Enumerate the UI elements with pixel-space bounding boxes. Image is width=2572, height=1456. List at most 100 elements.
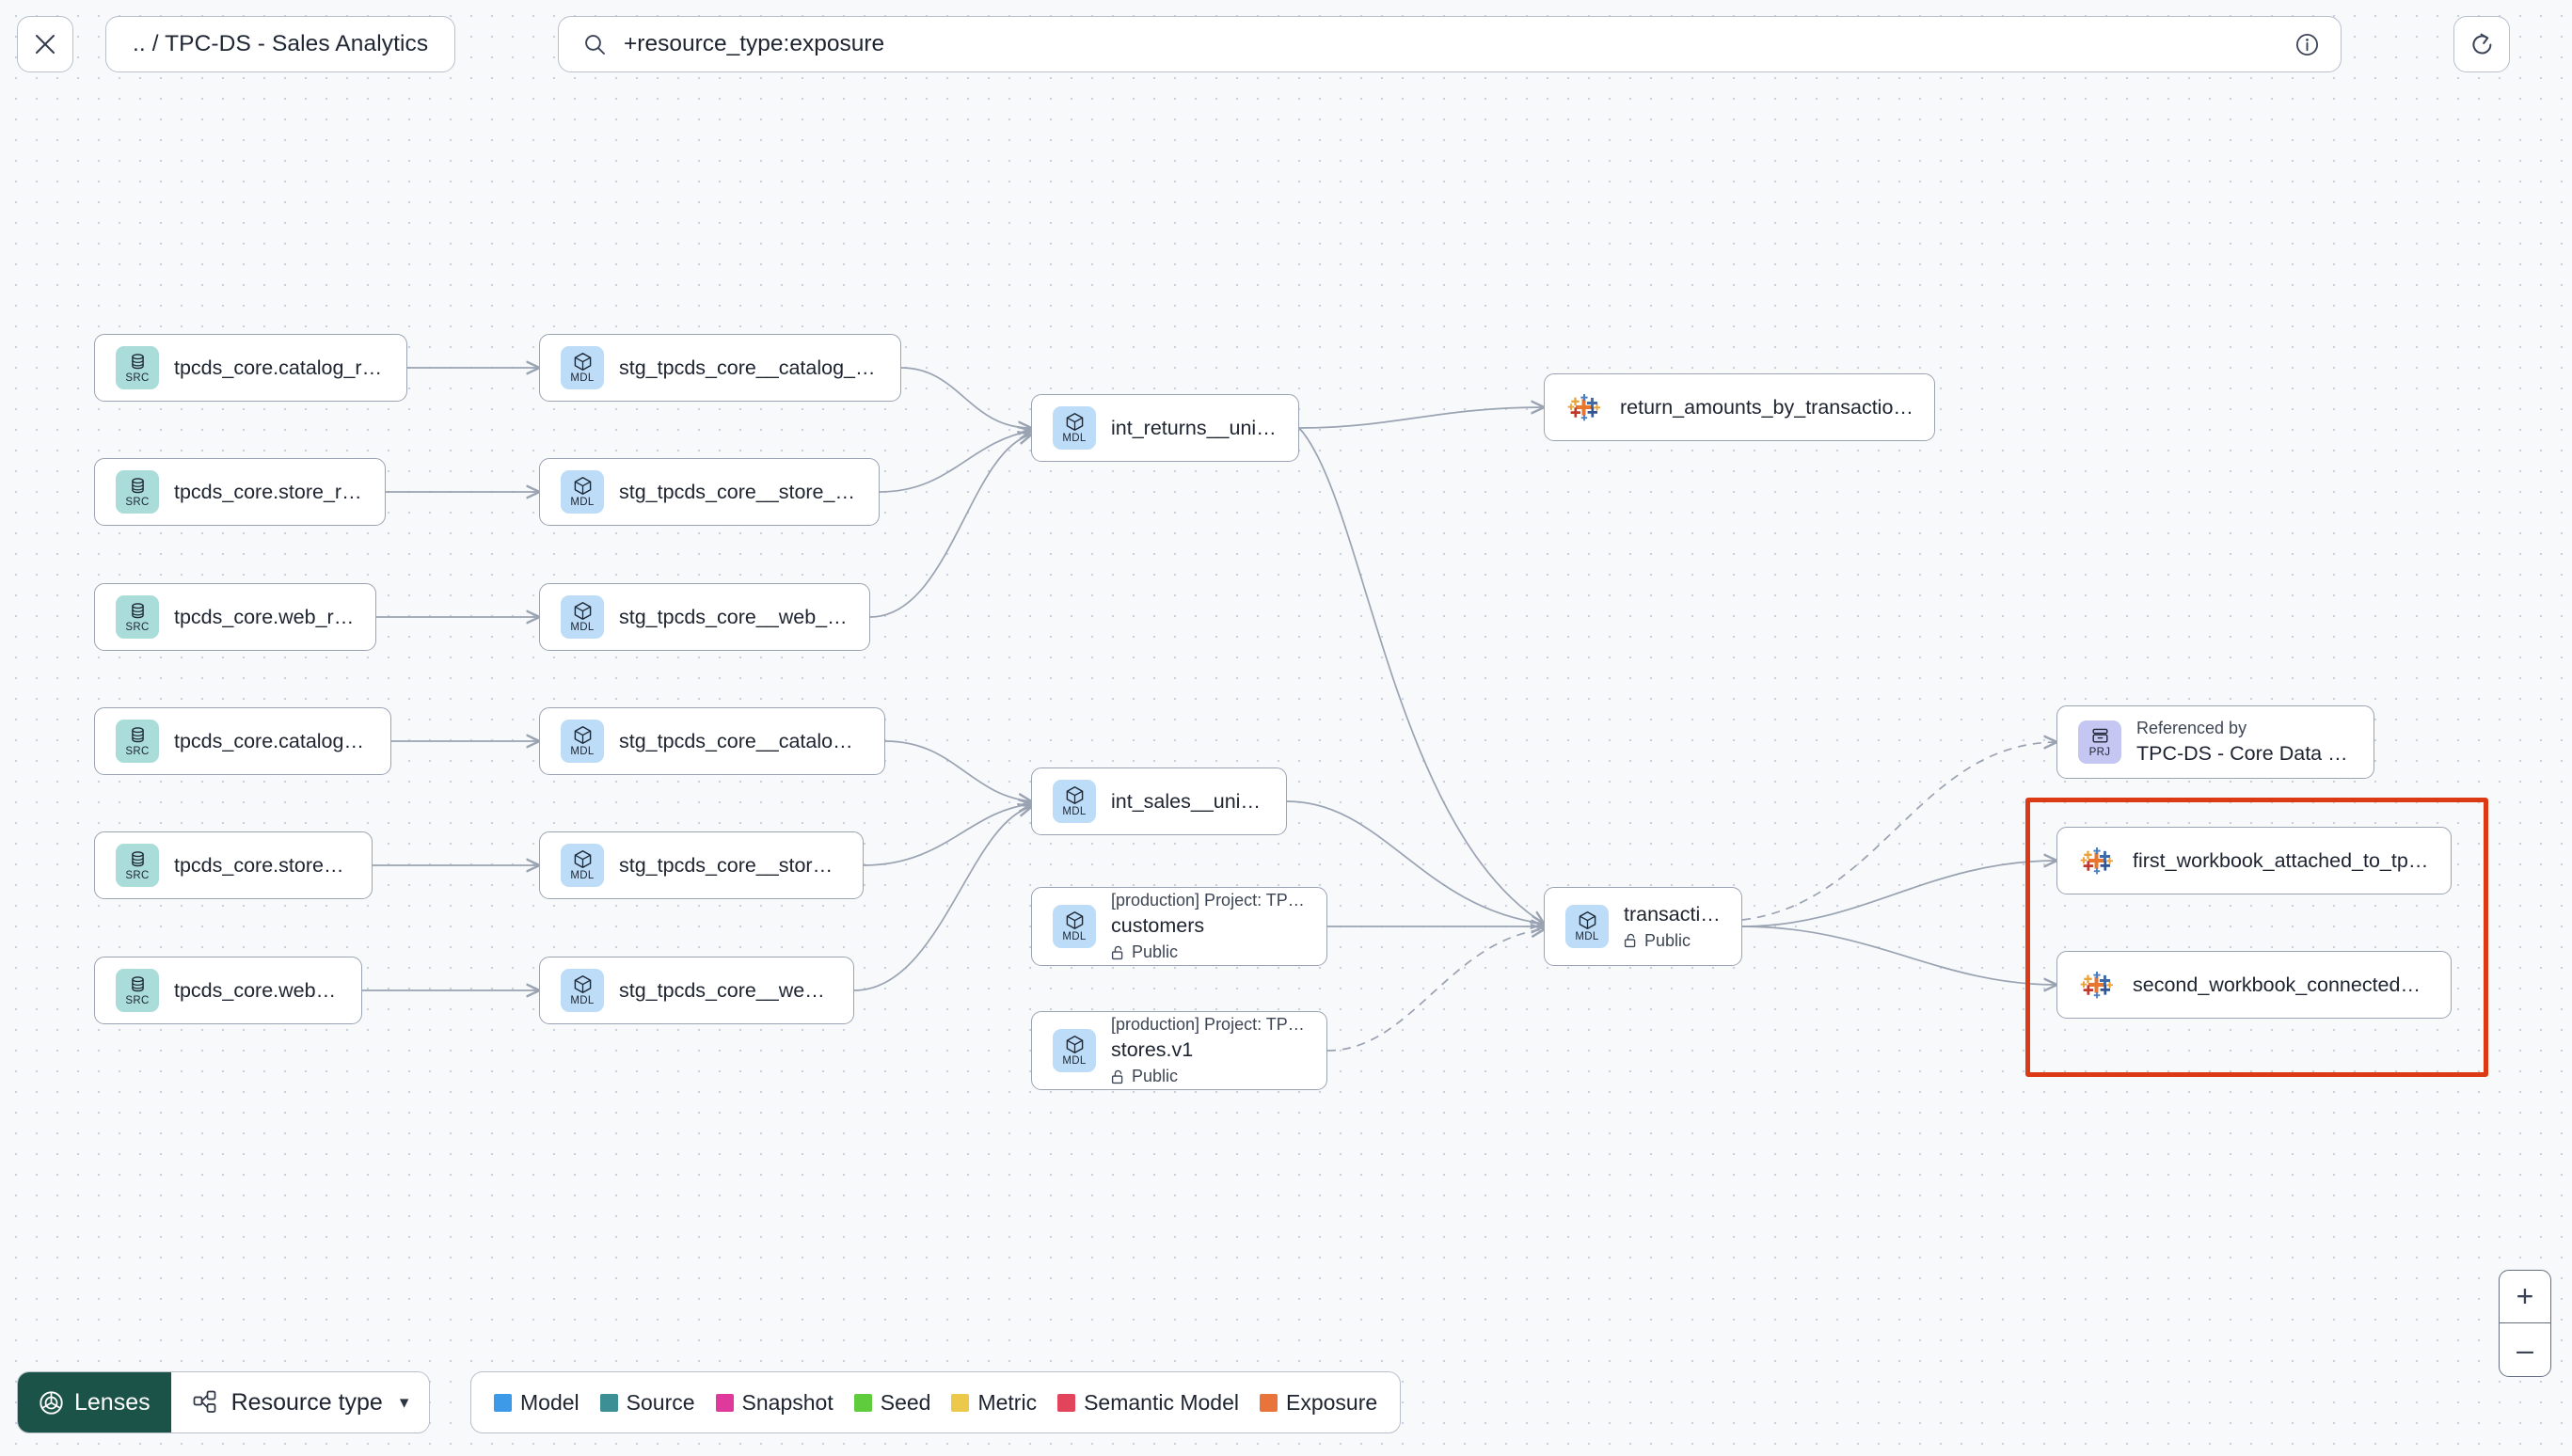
node-type-badge-mdl: MDL [1565, 905, 1609, 948]
node-title: tpcds_core.web_returns [174, 605, 355, 628]
node-subtitle: [production] Project: TPC-DS - Core Data… [1111, 891, 1306, 910]
legend-item-seed[interactable]: Seed [853, 1389, 931, 1416]
node-type-badge-label: SRC [125, 622, 150, 633]
database-icon [129, 974, 147, 995]
database-icon [129, 849, 147, 870]
legend-label: Seed [880, 1389, 931, 1415]
chevron-down-icon: ▾ [399, 1392, 409, 1413]
lineage-node-int_sales_unioned[interactable]: MDL int_sales__unioned [1031, 768, 1287, 835]
node-labels: tpcds_core.catalog_returns [174, 356, 386, 380]
cube-icon [573, 725, 593, 746]
lineage-node-src_web_returns[interactable]: SRC tpcds_core.web_returns [94, 583, 376, 651]
node-visibility-label: Public [1132, 942, 1179, 961]
tableau-icon [1567, 394, 1600, 421]
lineage-node-second_workbook[interactable]: second_workbook_connected_to_live… [2056, 951, 2452, 1019]
node-type-badge-label: MDL [570, 372, 595, 384]
node-type-badge-label: MDL [570, 497, 595, 508]
lineage-node-stg_web_sales[interactable]: MDL stg_tpcds_core__web_sales [539, 957, 854, 1024]
lineage-node-stg_store_returns[interactable]: MDL stg_tpcds_core__store_returns [539, 458, 880, 526]
node-labels: transactions Public [1624, 903, 1721, 951]
node-type-badge-mdl: MDL [561, 595, 604, 639]
node-type-badge-mdl: MDL [1053, 1029, 1096, 1072]
exposure-tableau-icon [1565, 388, 1603, 426]
legend-item-metric[interactable]: Metric [951, 1390, 1037, 1416]
node-type-badge-label: MDL [1062, 433, 1087, 444]
lineage-node-stg_catalog_returns[interactable]: MDL stg_tpcds_core__catalog_returns [539, 334, 901, 402]
node-type-badge-label: MDL [1575, 931, 1599, 942]
lineage-node-src_web_sales[interactable]: SRC tpcds_core.web_sales [94, 957, 362, 1024]
node-labels: tpcds_core.store_sales [174, 854, 351, 878]
lineage-node-src_store_sales[interactable]: SRC tpcds_core.store_sales [94, 831, 373, 899]
refresh-button[interactable] [2453, 16, 2510, 72]
lineage-node-first_workbook[interactable]: first_workbook_attached_to_tpc-ds_-_… [2056, 827, 2452, 894]
node-title: stg_tpcds_core__web_returns [619, 605, 849, 628]
node-type-badge-src: SRC [116, 595, 159, 639]
lineage-node-src_catalog_sales[interactable]: SRC tpcds_core.catalog_sales [94, 707, 391, 775]
cube-icon [1578, 910, 1597, 931]
cube-icon [1065, 910, 1085, 931]
zoom-out-button[interactable]: – [2516, 1332, 2533, 1367]
node-type-badge-mdl: MDL [561, 346, 604, 389]
lineage-node-customers[interactable]: MDL [production] Project: TPC-DS - Core … [1031, 887, 1327, 966]
lineage-node-transactions[interactable]: MDL transactions Public [1544, 887, 1742, 966]
node-title: tpcds_core.catalog_returns [174, 356, 386, 379]
node-visibility: Public [1111, 1067, 1306, 1086]
zoom-in-button[interactable]: + [2500, 1271, 2550, 1323]
node-type-badge-label: MDL [570, 870, 595, 881]
cube-icon [573, 601, 593, 622]
legend-item-snapshot[interactable]: Snapshot [715, 1390, 834, 1416]
node-title: return_amounts_by_transaction_type [1620, 395, 1913, 419]
bottom-toolbar: Lenses Resource type ▾ Model Source Sna [0, 1351, 2572, 1456]
legend-item-model[interactable]: Model [494, 1390, 579, 1416]
node-title: int_sales__unioned [1111, 789, 1265, 813]
lineage-node-stg_store_sales[interactable]: MDL stg_tpcds_core__store_sales [539, 831, 864, 899]
lenses-button[interactable]: Lenses [18, 1372, 171, 1432]
node-labels: first_workbook_attached_to_tpc-ds_-_… [2133, 849, 2430, 873]
cube-icon [573, 849, 593, 870]
search-input[interactable]: +resource_type:exposure [558, 16, 2342, 72]
lineage-node-stg_catalog_sales[interactable]: MDL stg_tpcds_core__catalog_sales [539, 707, 885, 775]
lineage-node-src_store_returns[interactable]: SRC tpcds_core.store_returns [94, 458, 386, 526]
lineage-node-stores_v1[interactable]: MDL [production] Project: TPC-DS - Core … [1031, 1011, 1327, 1090]
node-title: int_returns__unioned [1111, 416, 1278, 439]
close-button[interactable] [17, 16, 73, 72]
node-labels: stg_tpcds_core__store_sales [619, 854, 842, 878]
node-type-badge-src: SRC [116, 969, 159, 1012]
lineage-node-return_amounts[interactable]: return_amounts_by_transaction_type [1544, 373, 1935, 441]
node-visibility: Public [1624, 931, 1721, 951]
close-icon [36, 35, 55, 54]
legend-item-source[interactable]: Source [599, 1389, 695, 1416]
info-icon[interactable] [2294, 32, 2320, 57]
node-labels: stg_tpcds_core__store_returns [619, 481, 858, 504]
search-icon [583, 33, 607, 56]
legend-label: Semantic Model [1084, 1389, 1239, 1415]
resource-type-dropdown[interactable]: Resource type ▾ [170, 1372, 430, 1432]
node-type-badge-src: SRC [116, 720, 159, 763]
search-input-value[interactable]: +resource_type:exposure [624, 31, 885, 56]
lineage-node-src_catalog_returns[interactable]: SRC tpcds_core.catalog_returns [94, 334, 407, 402]
cube-icon [573, 974, 593, 995]
legend-item-exposure[interactable]: Exposure [1260, 1390, 1377, 1416]
legend-label: Source [626, 1389, 695, 1415]
breadcrumb[interactable]: .. / TPC-DS - Sales Analytics [105, 16, 456, 72]
node-type-badge-label: MDL [570, 622, 595, 633]
node-type-badge-label: SRC [125, 995, 150, 1006]
node-labels: [production] Project: TPC-DS - Core Data… [1111, 891, 1306, 962]
node-type-badge-prj: PRJ [2078, 720, 2121, 764]
lock-open-icon [1624, 933, 1636, 948]
node-labels: stg_tpcds_core__web_returns [619, 606, 849, 629]
lineage-node-int_returns_unioned[interactable]: MDL int_returns__unioned [1031, 394, 1299, 462]
node-title: tpcds_core.store_returns [174, 480, 364, 503]
cube-icon [573, 476, 593, 497]
lineage-node-stg_web_returns[interactable]: MDL stg_tpcds_core__web_returns [539, 583, 870, 651]
legend-label: Metric [977, 1389, 1038, 1415]
node-title: stores.v1 [1111, 1038, 1194, 1061]
exposure-tableau-icon [2078, 842, 2116, 879]
legend-label: Model [520, 1389, 579, 1415]
node-subtitle: Referenced by [2136, 719, 2247, 737]
legend-item-semantic-model[interactable]: Semantic Model [1057, 1390, 1239, 1416]
node-subtitle: [production] Project: TPC-DS - Core Data… [1111, 1015, 1306, 1034]
